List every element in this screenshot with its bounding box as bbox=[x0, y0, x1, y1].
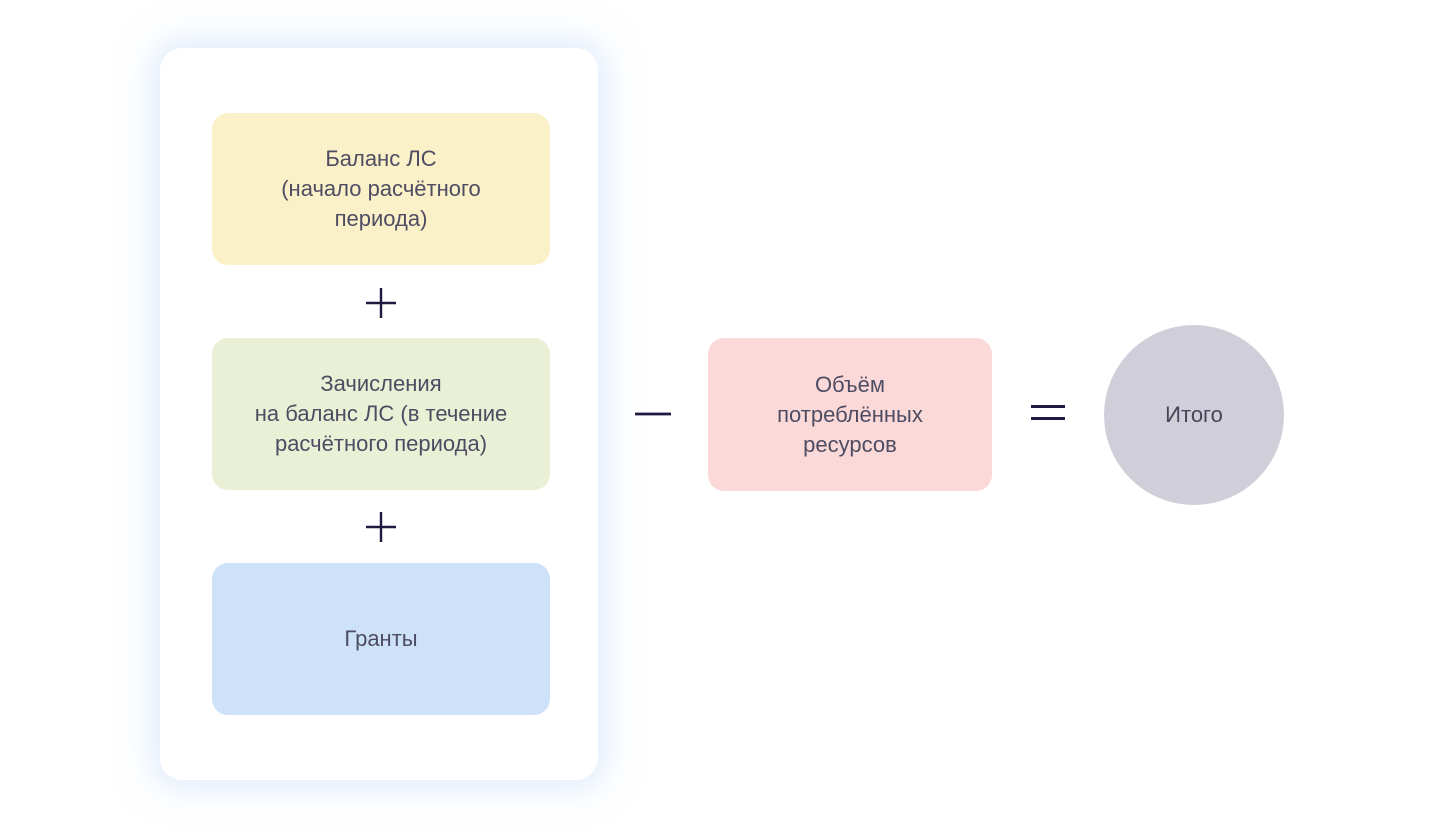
sum-group-card: Баланс ЛС (начало расчётного периода) За… bbox=[160, 48, 598, 780]
box-balance-start: Баланс ЛС (начало расчётного периода) bbox=[212, 113, 550, 265]
plus-icon bbox=[365, 287, 397, 319]
box-grants-label: Гранты bbox=[344, 626, 418, 651]
plus-icon bbox=[365, 511, 397, 543]
minus-icon bbox=[635, 411, 671, 417]
box-balance-start-label: Баланс ЛС (начало расчётного периода) bbox=[281, 146, 481, 231]
box-credits: Зачисления на баланс ЛС (в течение расчё… bbox=[212, 338, 550, 490]
box-consumed-resources-label: Объём потреблённых ресурсов bbox=[777, 371, 923, 457]
box-credits-label: Зачисления на баланс ЛС (в течение расчё… bbox=[254, 371, 508, 456]
total-label: Итого bbox=[1165, 402, 1223, 427]
box-grants: Гранты bbox=[212, 563, 550, 715]
total-circle: Итого bbox=[1104, 325, 1284, 505]
box-consumed-resources: Объём потреблённых ресурсов bbox=[708, 338, 992, 491]
equals-icon bbox=[1031, 405, 1065, 420]
